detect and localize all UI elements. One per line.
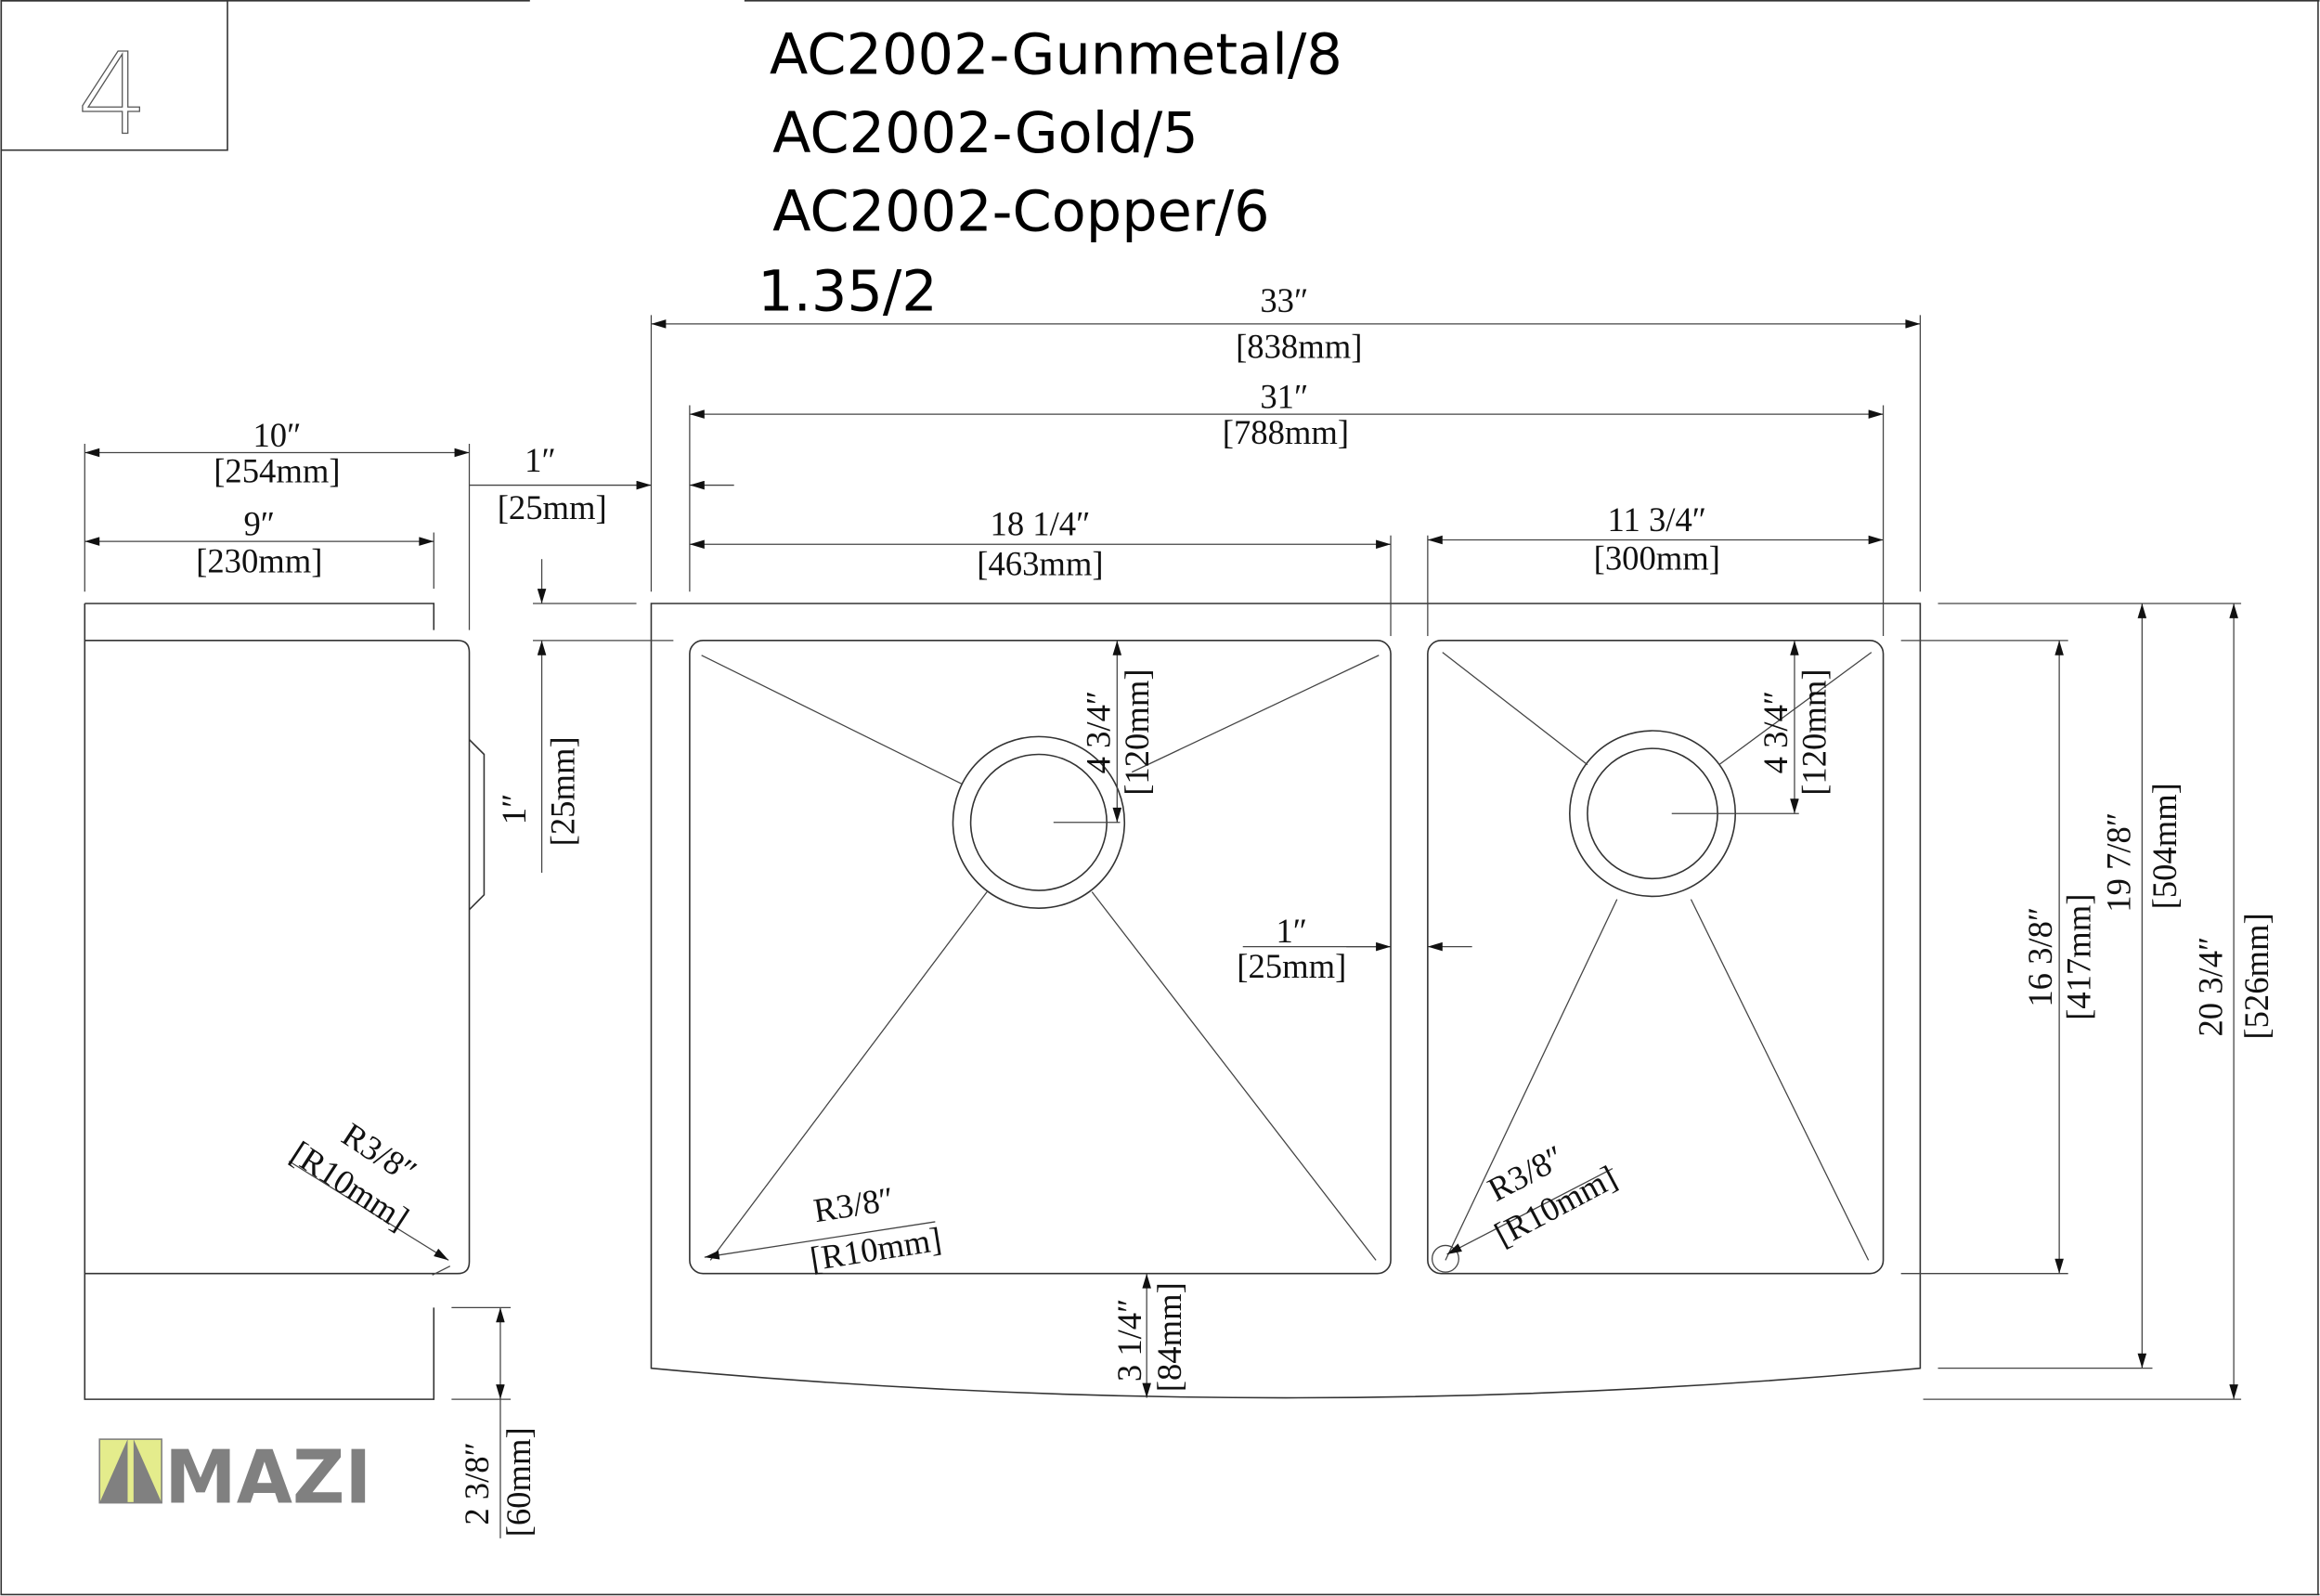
small-bowl-width-in: 11 3/4″ xyxy=(1608,500,1706,538)
page-number-label: 4 xyxy=(77,29,149,160)
large-bowl-width-in: 18 1/4″ xyxy=(991,505,1091,543)
radius-large-mm: [R10mm] xyxy=(808,1220,944,1278)
apron-height-in: 3 1/4″ xyxy=(1110,1299,1148,1382)
mazi-logo: MAZI xyxy=(98,1434,371,1521)
header-line-1: AC2002-Gunmetal/8 xyxy=(770,23,1342,88)
side-view xyxy=(84,603,486,1400)
radius-large-in: R3/8″ xyxy=(810,1179,896,1229)
overall-length-in: 20 3/4″ xyxy=(2191,937,2229,1037)
sink-top-view xyxy=(650,603,1922,1399)
side-apron-mm: [60mm] xyxy=(499,1427,538,1537)
large-drain-offset-in: 4 3/4″ xyxy=(1079,691,1117,774)
rim-offset-vertical-mm: [25mm] xyxy=(544,736,582,846)
logo-text: MAZI xyxy=(164,1434,371,1521)
dimension-labels: 33″ [838mm] 31″ [788mm] 10″ [254mm] 9″ [… xyxy=(196,281,2275,1537)
overall-width-mm: [838mm] xyxy=(1236,328,1362,366)
sink-length-mm: [504mm] xyxy=(2145,783,2184,909)
bowl-length-mm: [417mm] xyxy=(2060,894,2098,1020)
large-bowl-width-mm: [463mm] xyxy=(977,545,1103,583)
small-drain-offset-mm: [120mm] xyxy=(1795,668,1833,795)
side-inner-depth-in: 9″ xyxy=(243,505,275,543)
overall-width-in: 33″ xyxy=(1260,281,1308,319)
dimension-lines xyxy=(84,315,2242,1538)
side-apron-in: 2 3/8″ xyxy=(458,1442,496,1525)
header-line-2: AC2002-Gold/5 xyxy=(772,101,1199,166)
small-drain-offset-in: 4 3/4″ xyxy=(1756,691,1795,774)
header-line-4: 1.35/2 xyxy=(758,260,938,325)
divider-mm: [25mm] xyxy=(1237,947,1346,985)
inner-width-in: 31″ xyxy=(1260,378,1308,416)
sink-length-in: 19 7/8″ xyxy=(2100,812,2138,913)
header-line-3: AC2002-Copper/6 xyxy=(772,180,1270,245)
divider-in: 1″ xyxy=(1277,912,1308,950)
rim-offset-vertical-in: 1″ xyxy=(495,794,533,825)
side-inner-depth-mm: [230mm] xyxy=(196,542,322,580)
overall-length-mm: [526mm] xyxy=(2237,913,2275,1039)
apron-height-mm: [84mm] xyxy=(1150,1282,1188,1392)
large-bowl xyxy=(689,640,1392,1275)
small-bowl xyxy=(1427,640,1885,1275)
side-depth-mm: [254mm] xyxy=(214,451,340,489)
rim-offset-mm: [25mm] xyxy=(498,488,607,526)
rim-offset-in: 1″ xyxy=(525,441,556,479)
small-bowl-width-mm: [300mm] xyxy=(1594,538,1720,577)
model-header: AC2002-Gunmetal/8 AC2002-Gold/5 AC2002-C… xyxy=(758,23,1342,325)
side-depth-in: 10″ xyxy=(253,416,301,454)
bowl-length-in: 16 3/8″ xyxy=(2021,907,2059,1007)
large-drain-offset-mm: [120mm] xyxy=(1118,668,1156,795)
inner-width-mm: [788mm] xyxy=(1223,413,1349,451)
